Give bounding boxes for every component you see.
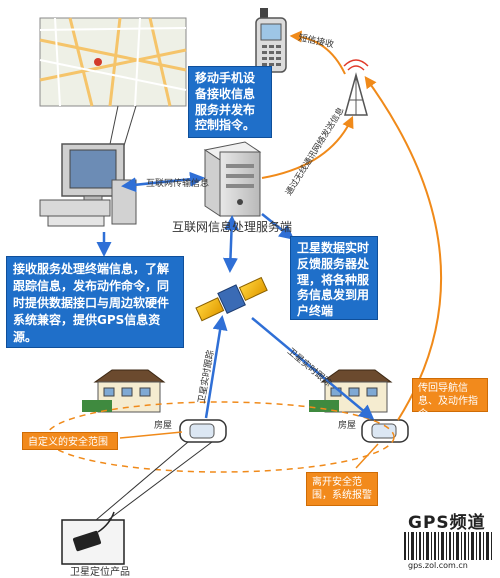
- car-outside-icon: [361, 419, 409, 443]
- terminal-service-box: 接收服务处理终端信息，了解跟踪信息，发布动作命令，同时提供数据接口与周边软硬件系…: [6, 256, 184, 348]
- custom-zone-box: 自定义的安全范围: [22, 432, 118, 450]
- brand-url: gps.zol.com.cn: [408, 561, 468, 570]
- map-thumbnail: [39, 17, 187, 107]
- server-label: 互联网信息处理服务端: [172, 220, 293, 234]
- antenna-tower-icon: [343, 59, 369, 116]
- product-callout-line: [107, 441, 213, 521]
- mobile-phone-icon: [255, 8, 287, 73]
- arrow-leave-label: [355, 443, 379, 469]
- product-label: 卫星定位产品: [70, 567, 130, 578]
- mobile-service-box: 移动手机设备接收信息服务并发布控制指令。: [188, 66, 272, 138]
- barcode-graphic: [404, 532, 492, 560]
- server-icon: [203, 141, 262, 217]
- internet-label: 互联网传输信息: [146, 177, 209, 189]
- arrow-zone-label: [119, 431, 183, 439]
- computer-icon: [39, 143, 137, 227]
- arrow-feedback-box: [261, 213, 295, 240]
- product-callout-line: [95, 441, 189, 521]
- return-nav-box: 传回导航信息、及动作指令。: [412, 378, 488, 420]
- gps-product-icon: [61, 511, 125, 565]
- arrow-server-tower: [261, 115, 354, 179]
- house-left-icon: [82, 369, 166, 413]
- arrow-car-satellite: [204, 315, 228, 419]
- brand-name: GPS频道: [408, 513, 486, 533]
- car-inside-icon: [179, 419, 227, 443]
- arrow-car-tower: [364, 76, 443, 421]
- sat-track-right-label: 卫星实时跟踪: [285, 345, 334, 389]
- satellite-icon: [195, 276, 268, 322]
- house-right-icon: [309, 369, 393, 413]
- wireless-label: 通过无线通讯网络发送信息: [283, 105, 347, 198]
- arrow-server-satellite: [222, 215, 240, 273]
- satellite-feedback-box: 卫星数据实时反馈服务器处理，将各种服务信息发到用户终端: [290, 236, 378, 320]
- arrow-computer-server: [121, 171, 205, 193]
- leave-zone-box: 离开安全范围，系统报警: [306, 472, 378, 506]
- house-right-label: 房屋: [338, 421, 357, 431]
- house-left-label: 房屋: [154, 421, 173, 431]
- arrow-tower-phone: [289, 30, 346, 75]
- arrow-satellite-car: [251, 317, 375, 420]
- sms-label: 短信接收: [297, 31, 335, 50]
